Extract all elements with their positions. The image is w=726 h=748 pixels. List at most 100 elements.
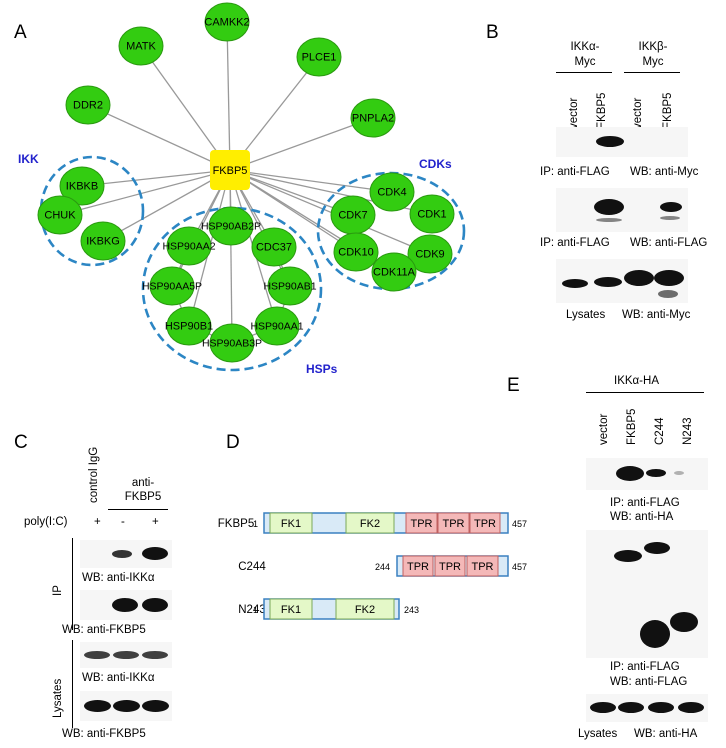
node-label-hsp90ab2p: HSP90AB2P <box>201 221 261 233</box>
group-label-ikk: IKK <box>18 152 39 166</box>
construct-name-n243: N243 <box>238 604 266 616</box>
caption-e2-wb: WB: anti-FLAG <box>610 676 688 688</box>
node-ikbkb <box>59 166 105 206</box>
blot-b-ip-flag <box>556 188 688 232</box>
construct-name-c244: C244 <box>238 561 266 573</box>
edge-cdk4 <box>229 169 393 193</box>
group-ring-ikk <box>39 155 145 267</box>
lane-label-e4: N243 <box>682 417 694 446</box>
node-label-cdc37: CDC37 <box>256 242 292 254</box>
node-label-hsp90ab1: HSP90AB1 <box>263 281 316 293</box>
node-cdk10 <box>333 232 379 272</box>
group-label-cdks: CDKs <box>419 157 452 171</box>
lysates-bracket <box>72 640 73 728</box>
domain-fk2 <box>345 512 395 534</box>
caption-e2-ip: IP: anti-FLAG <box>610 661 680 673</box>
node-chuk <box>37 195 83 235</box>
node-label-ddr2: DDR2 <box>73 100 103 112</box>
domain-label-tpr: TPR <box>407 561 429 573</box>
node-camkk2 <box>204 2 250 42</box>
node-label-ikbkg: IKBKG <box>86 236 120 248</box>
edge-matk <box>140 45 231 171</box>
lane-label-e3: C244 <box>654 417 666 446</box>
header-ikkb-myc: IKKβ- Myc <box>638 41 668 68</box>
construct-start-n243: 1 <box>253 605 258 615</box>
node-label-hsp90aa2: HSP90AA2 <box>162 241 215 253</box>
group-line-c <box>108 509 168 510</box>
node-label-hsp90aa5p: HSP90AA5P <box>142 281 202 293</box>
node-label-cdk10: CDK10 <box>338 247 373 259</box>
caption-c2: WB: anti-FKBP5 <box>62 624 146 636</box>
node-label-cdk7: CDK7 <box>338 210 367 222</box>
group-label-anti-fkbp5: anti- FKBP5 <box>124 477 162 503</box>
domain-tpr <box>437 512 470 534</box>
blot-b-ip-myc <box>556 127 688 157</box>
edge-cdk9 <box>229 169 431 255</box>
node-ikbkg <box>80 221 126 261</box>
node-cdk1 <box>409 194 455 234</box>
construct-end-c244: 457 <box>512 562 527 572</box>
node-label-hsp90b1: HSP90B1 <box>165 321 213 333</box>
node-cdk11a <box>371 252 417 292</box>
lane-label-e2: FKBP5 <box>626 408 638 445</box>
poly-value-1: + <box>94 516 101 528</box>
domain-label-fk2: FK2 <box>355 604 375 616</box>
domain-label-tpr: TPR <box>472 561 494 573</box>
domain-tpr <box>434 555 466 577</box>
header-line-ikkb <box>624 72 680 73</box>
domain-label-tpr: TPR <box>443 518 465 530</box>
panel-label-e: E <box>507 375 520 396</box>
caption-e3-lys: Lysates <box>578 728 618 740</box>
group-label-hsps: HSPs <box>306 362 338 376</box>
caption-b3-lys: Lysates <box>566 309 606 321</box>
caption-b1-wb: WB: anti-Myc <box>630 166 699 178</box>
caption-b2-wb: WB: anti-FLAG <box>630 237 708 249</box>
header-line-ikka <box>556 72 612 73</box>
panel-label-d: D <box>226 432 240 453</box>
edge-ddr2 <box>87 104 231 171</box>
domain-label-fk1: FK1 <box>281 604 301 616</box>
blot-c-lys-ikka <box>80 642 172 668</box>
ip-bracket <box>72 538 73 630</box>
poly-value-2: - <box>121 516 125 528</box>
domain-label-tpr: TPR <box>411 518 433 530</box>
node-plce1 <box>296 37 342 77</box>
domain-tpr <box>469 512 501 534</box>
node-hsp90b1 <box>166 306 212 346</box>
domain-label-fk1: FK1 <box>281 518 301 530</box>
construct-start-fkbp5: 1 <box>253 519 258 529</box>
caption-e3-wb: WB: anti-HA <box>634 728 698 740</box>
domain-tpr <box>405 512 438 534</box>
edge-camkk2 <box>226 21 231 171</box>
node-label-cdk1: CDK1 <box>417 209 446 221</box>
caption-b3-wb: WB: anti-Myc <box>622 309 691 321</box>
node-matk <box>118 26 164 66</box>
domain-fk1 <box>269 512 313 534</box>
domain-label-fk2: FK2 <box>360 518 380 530</box>
node-hsp90ab2p <box>208 206 254 246</box>
poly-value-3: + <box>152 516 159 528</box>
domain-tpr <box>466 555 499 577</box>
interaction-network: CAMKK2MATKPLCE1DDR2PNPLA2IKBKBCHUKIKBKGC… <box>18 2 466 376</box>
edge-chuk <box>59 169 231 216</box>
node-label-camkk2: CAMKK2 <box>204 17 249 29</box>
blot-c-lys-fkbp5 <box>80 691 172 721</box>
panel-label-c: C <box>14 432 28 453</box>
header-ikka-myc: IKKα- Myc <box>570 41 600 68</box>
caption-b1-ip: IP: anti-FLAG <box>540 166 610 178</box>
hub-label: FKBP5 <box>213 165 248 177</box>
node-label-cdk11a: CDK11A <box>373 267 416 279</box>
node-cdk9 <box>407 234 453 274</box>
construct-name-fkbp5: FKBP5 <box>218 518 254 530</box>
panel-label-a: A <box>14 22 27 43</box>
domain-tpr <box>402 555 434 577</box>
node-hsp90ab1 <box>267 266 313 306</box>
node-label-hsp90aa1: HSP90AA1 <box>250 321 303 333</box>
node-pnpla2 <box>350 98 396 138</box>
construct-end-fkbp5: 457 <box>512 519 527 529</box>
node-hsp90aa1 <box>254 306 300 346</box>
caption-c1: WB: anti-IKKα <box>82 572 155 584</box>
node-label-pnpla2: PNPLA2 <box>352 113 394 125</box>
node-hsp90ab3p <box>209 323 255 363</box>
